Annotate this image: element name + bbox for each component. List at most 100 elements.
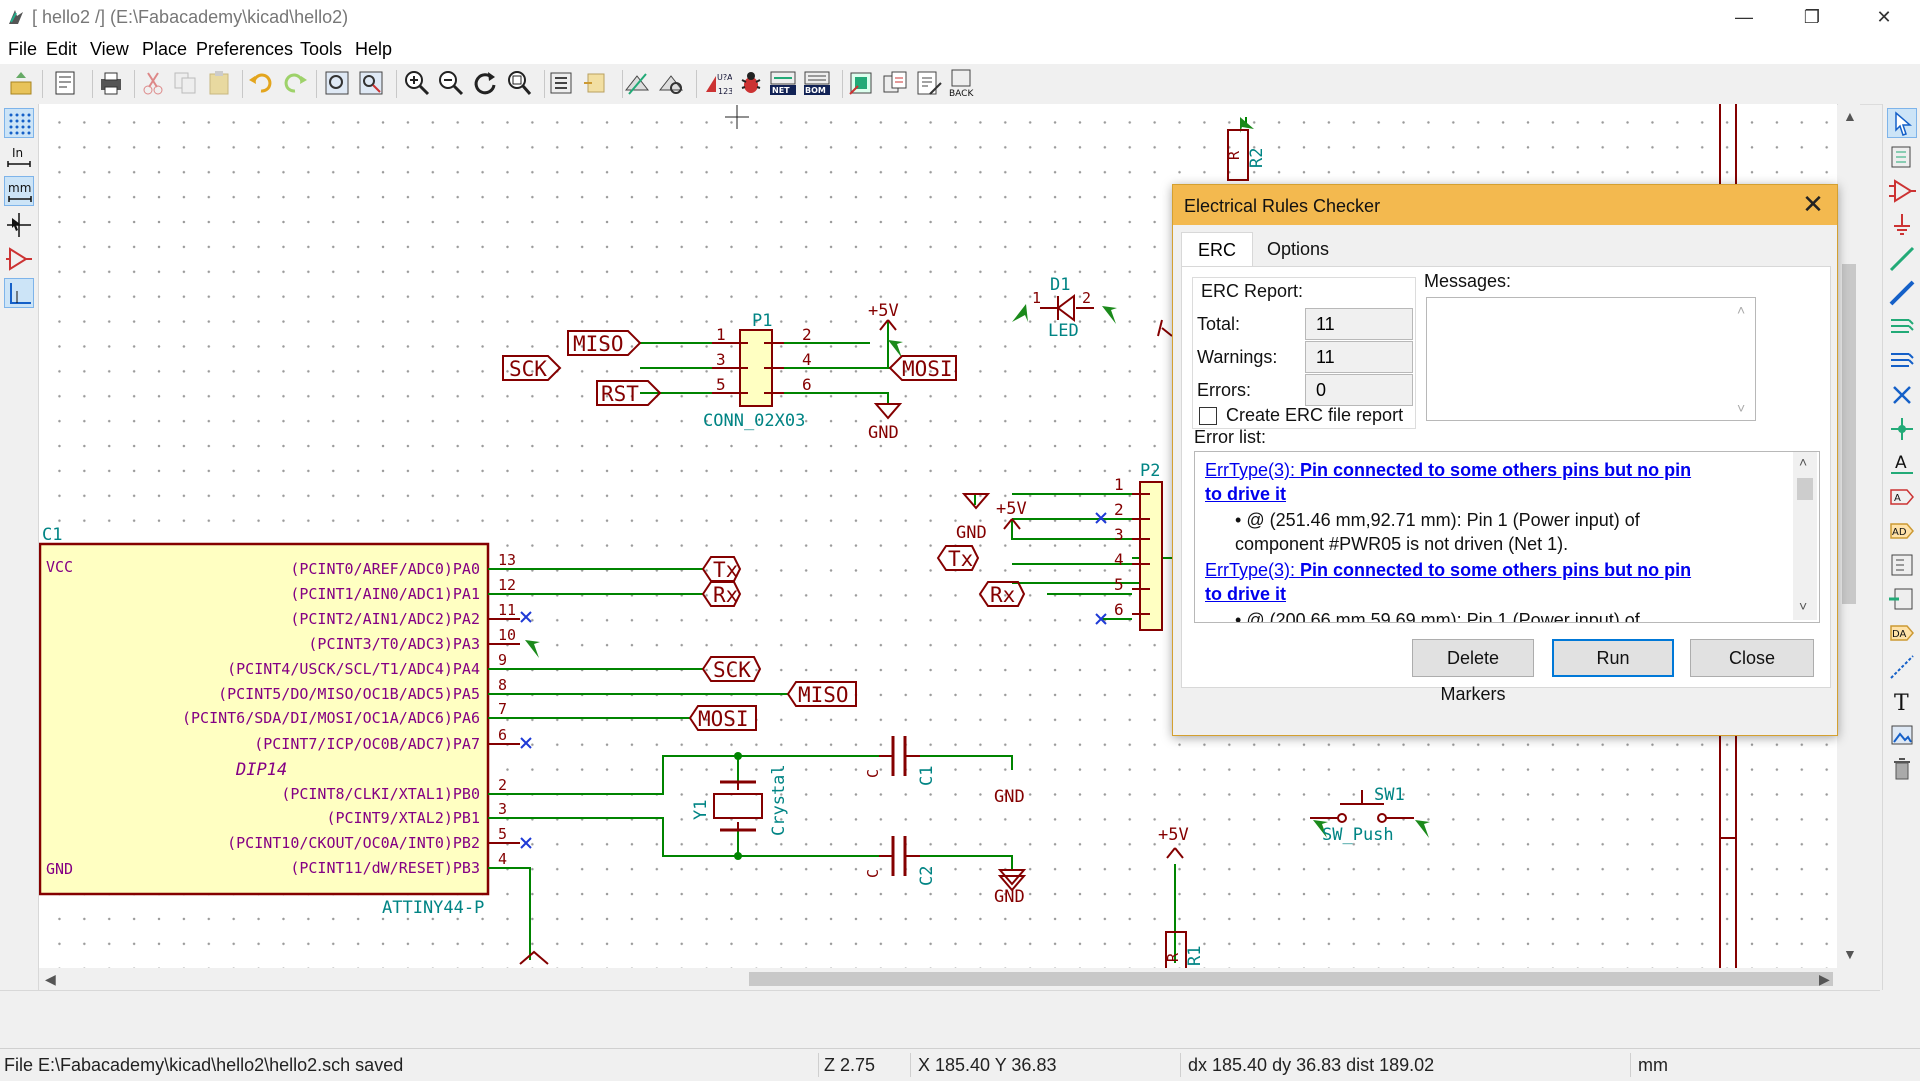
leave-sheet-icon[interactable] bbox=[580, 68, 610, 98]
place-component-icon[interactable] bbox=[1887, 176, 1917, 206]
page-settings-icon[interactable] bbox=[50, 68, 80, 98]
switch-sw1[interactable]: SW1 SW_Push bbox=[1310, 785, 1414, 845]
menu-edit[interactable]: Edit bbox=[46, 39, 78, 59]
error-list-scroll-thumb[interactable] bbox=[1797, 478, 1813, 500]
restore-button[interactable]: ❐ bbox=[1803, 7, 1821, 27]
place-hier-label-icon[interactable]: AD bbox=[1887, 516, 1917, 546]
delete-markers-button[interactable]: Delete Markers bbox=[1412, 639, 1534, 704]
graphic-text-icon[interactable]: T bbox=[1887, 686, 1917, 716]
zoom-out-icon[interactable] bbox=[436, 68, 466, 98]
bus-to-bus-entry-icon[interactable] bbox=[1887, 346, 1917, 376]
error-list-scroll-down-icon[interactable]: ˅ bbox=[1799, 598, 1808, 614]
find-replace-icon[interactable] bbox=[356, 68, 386, 98]
place-bus-icon[interactable] bbox=[1887, 278, 1917, 308]
create-erc-report-checkbox[interactable] bbox=[1199, 407, 1217, 425]
scroll-up-icon[interactable]: ▲ bbox=[1843, 108, 1857, 124]
undo-icon[interactable] bbox=[246, 68, 276, 98]
menu-preferences[interactable]: Preferences bbox=[196, 39, 294, 59]
netlist-icon[interactable]: NET bbox=[768, 68, 798, 98]
place-hier-sheet-icon[interactable] bbox=[1887, 550, 1917, 580]
erc-dialog-titlebar[interactable]: Electrical Rules Checker ✕ bbox=[1173, 185, 1837, 225]
error-list[interactable]: ErrType(3): Pin connected to some others… bbox=[1194, 451, 1820, 623]
hierarchy-navigator-icon[interactable] bbox=[546, 68, 576, 98]
bus-alias-icon[interactable] bbox=[914, 68, 944, 98]
error-list-scroll-up-icon[interactable]: ˄ bbox=[1799, 454, 1808, 470]
messages-scroll-up-icon[interactable]: ˄ bbox=[1737, 302, 1746, 318]
place-global-label-icon[interactable]: A bbox=[1887, 482, 1917, 512]
bom-icon[interactable]: BOM bbox=[802, 68, 832, 98]
wire-angle-icon[interactable] bbox=[4, 278, 34, 308]
no-connect-icon[interactable] bbox=[1887, 380, 1917, 410]
horizontal-scrollbar[interactable]: ◀ ▶ bbox=[39, 968, 1838, 990]
print-icon[interactable] bbox=[96, 68, 126, 98]
cut-icon[interactable] bbox=[138, 68, 168, 98]
select-tool-icon[interactable] bbox=[1887, 108, 1917, 138]
c2-value: C bbox=[864, 869, 882, 878]
crystal-y1[interactable]: Y1 Crystal bbox=[691, 764, 789, 836]
scroll-down-icon[interactable]: ▼ bbox=[1843, 946, 1857, 962]
connector-p1[interactable]: P1 CONN_02X03 1 2 3 4 5 6 bbox=[703, 311, 812, 431]
add-image-icon[interactable] bbox=[1887, 720, 1917, 750]
vertical-scrollbar[interactable]: ▲ ▼ bbox=[1838, 104, 1860, 968]
vertical-scroll-thumb[interactable] bbox=[1842, 264, 1856, 604]
add-sheet-pin-icon[interactable]: DA bbox=[1887, 618, 1917, 648]
highlight-net-icon[interactable] bbox=[1887, 142, 1917, 172]
close-button[interactable]: Close bbox=[1690, 639, 1814, 677]
units-mm-button[interactable]: mm bbox=[4, 176, 34, 206]
resistor-r2[interactable]: R R2 bbox=[1225, 129, 1267, 181]
tab-erc[interactable]: ERC bbox=[1181, 232, 1253, 267]
place-power-icon[interactable] bbox=[1887, 210, 1917, 240]
menu-file[interactable]: File bbox=[8, 39, 38, 59]
close-window-button[interactable]: ✕ bbox=[1876, 7, 1892, 27]
cursor-shape-icon[interactable] bbox=[4, 210, 34, 240]
back-to-pcb-icon[interactable]: BACK bbox=[946, 68, 976, 99]
place-junction-icon[interactable] bbox=[1887, 414, 1917, 444]
error-item-1-link[interactable]: ErrType(3): Pin connected to some others… bbox=[1205, 458, 1705, 506]
backannotate-icon[interactable] bbox=[880, 68, 910, 98]
redraw-icon[interactable] bbox=[470, 68, 500, 98]
place-wire-icon[interactable] bbox=[1887, 244, 1917, 274]
find-icon[interactable] bbox=[322, 68, 352, 98]
copy-icon[interactable] bbox=[170, 68, 200, 98]
minimize-button[interactable]: — bbox=[1735, 7, 1753, 27]
erc-close-icon[interactable]: ✕ bbox=[1802, 189, 1824, 219]
graphic-line-icon[interactable] bbox=[1887, 652, 1917, 682]
horizontal-scroll-thumb[interactable] bbox=[749, 972, 1833, 986]
assign-footprints-icon[interactable] bbox=[846, 68, 876, 98]
scroll-right-icon[interactable]: ▶ bbox=[1819, 971, 1830, 987]
library-browser-icon[interactable] bbox=[656, 68, 686, 98]
r1-value: R bbox=[1164, 952, 1182, 962]
menu-place[interactable]: Place bbox=[142, 39, 188, 59]
zoom-fit-icon[interactable] bbox=[504, 68, 534, 98]
messages-textarea[interactable]: ˄ ˅ bbox=[1426, 297, 1756, 421]
messages-scroll-down-icon[interactable]: ˅ bbox=[1737, 400, 1746, 416]
run-button[interactable]: Run bbox=[1552, 639, 1674, 677]
scroll-left-icon[interactable]: ◀ bbox=[45, 971, 56, 987]
grid-toggle-icon[interactable] bbox=[4, 108, 34, 138]
capacitor-c1[interactable]: C C1 bbox=[864, 736, 937, 786]
redo-icon[interactable] bbox=[280, 68, 310, 98]
tab-options[interactable]: Options bbox=[1266, 239, 1330, 259]
error-list-scrollbar[interactable]: ˄ ˅ bbox=[1793, 452, 1817, 620]
erc-bug-icon[interactable] bbox=[736, 68, 766, 98]
connector-p2[interactable]: P2 1 2 3 4 5 6 bbox=[1114, 461, 1163, 631]
import-sheet-pin-icon[interactable] bbox=[1887, 584, 1917, 614]
led-d1[interactable]: D1 LED 1 2 bbox=[1032, 275, 1094, 341]
menu-help[interactable]: Help bbox=[355, 39, 393, 59]
menu-view[interactable]: View bbox=[90, 39, 129, 59]
capacitor-c2[interactable]: C C2 bbox=[864, 836, 937, 886]
zoom-in-icon[interactable] bbox=[402, 68, 432, 98]
menu-tools[interactable]: Tools bbox=[300, 39, 343, 59]
delete-item-icon[interactable] bbox=[1887, 754, 1917, 784]
wire-to-bus-entry-icon[interactable] bbox=[1887, 312, 1917, 342]
paste-icon[interactable] bbox=[204, 68, 234, 98]
library-editor-icon[interactable] bbox=[622, 68, 652, 98]
resistor-r1[interactable]: R R1 bbox=[1164, 931, 1205, 968]
units-inches-button[interactable]: In bbox=[4, 142, 34, 172]
new-sheet-icon[interactable] bbox=[6, 68, 36, 98]
hidden-pins-icon[interactable] bbox=[4, 244, 34, 274]
error-item-2-link[interactable]: ErrType(3): Pin connected to some others… bbox=[1205, 558, 1705, 606]
mcu-attiny44[interactable]: C1 VCC GND DIP14 ATTINY44-P bbox=[39, 525, 490, 918]
place-net-label-icon[interactable]: A bbox=[1887, 448, 1917, 478]
